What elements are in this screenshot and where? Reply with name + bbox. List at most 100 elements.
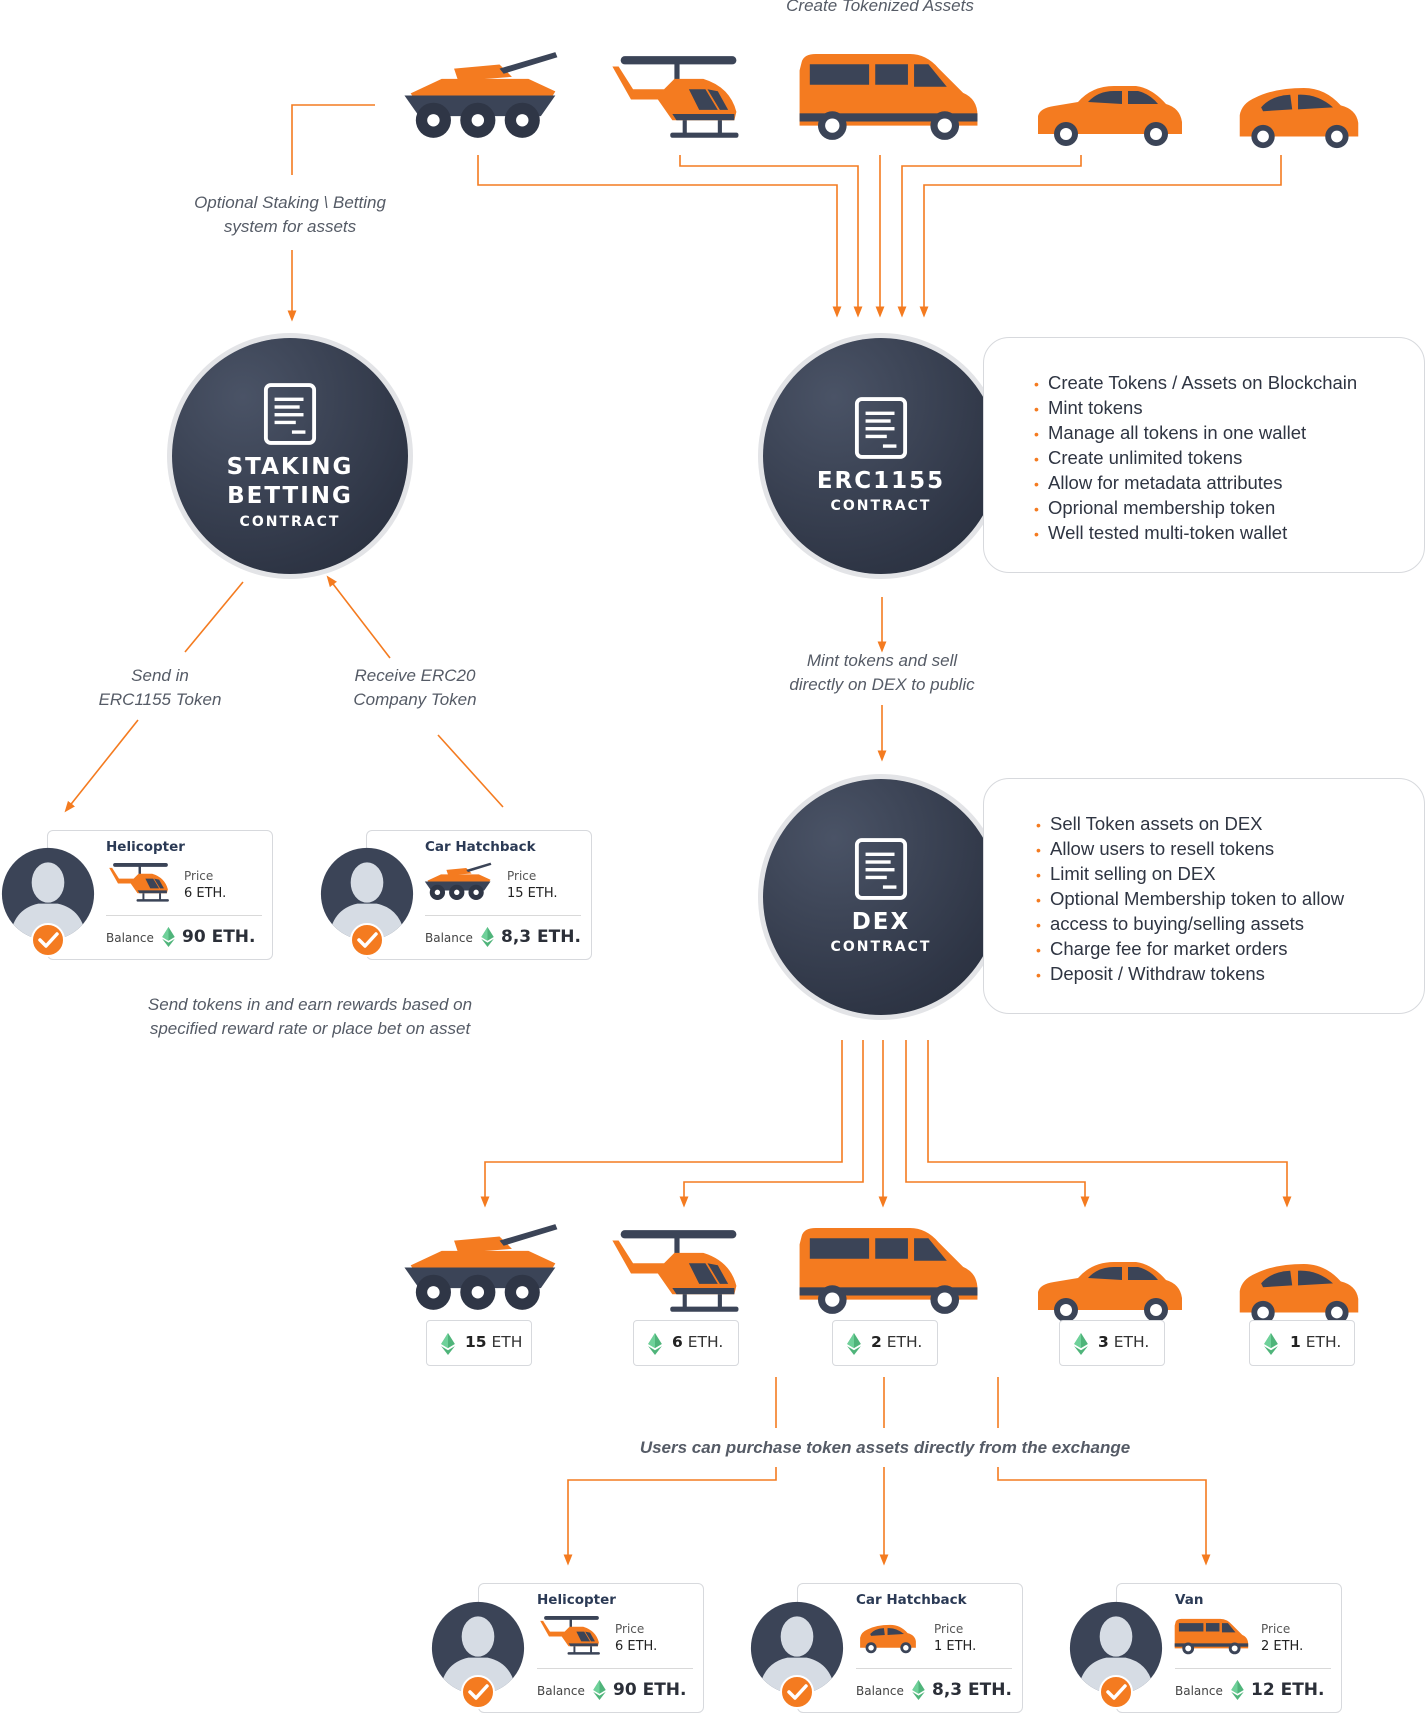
dex-price-unit: ETH (486, 1333, 523, 1351)
dex-price-value: 1 (1290, 1333, 1301, 1351)
dex-price-value: 3 (1098, 1333, 1109, 1351)
card-price-value: 2 ETH. (1261, 1639, 1304, 1654)
note-send-line2: ERC1155 Token (98, 690, 222, 709)
note-receive-token: Receive ERC20 Company Token (335, 664, 495, 712)
card-divider (106, 915, 262, 916)
dex-price-unit: ETH. (1300, 1333, 1342, 1351)
card-balance-label: Balance (106, 931, 154, 945)
dex-feature-item: •Sell Token assets on DEX (1036, 813, 1263, 834)
van-icon (790, 1226, 985, 1318)
dex-price-unit: ETH. (1108, 1333, 1150, 1351)
note-mint-line2: directly on DEX to public (789, 675, 975, 694)
tank-icon (400, 1222, 566, 1315)
ethereum-icon (481, 927, 494, 947)
dex-title: DEX (851, 909, 911, 935)
note-rewards-line2: specified reward rate or place bet on as… (149, 1019, 471, 1038)
staking-title-line1: STAKING (226, 454, 354, 480)
erc1155-feature-item: •Allow for metadata attributes (1034, 472, 1283, 493)
dex-feature-item: •access to buying/selling assets (1036, 913, 1304, 934)
dex-price-tag: 15 ETH (426, 1320, 532, 1366)
dex-price-tag: 1 ETH. (1249, 1320, 1355, 1366)
card-asset-name: Car Hatchback (425, 839, 536, 855)
card-balance-value: 12 ETH. (1251, 1680, 1325, 1700)
check-badge-icon (460, 1674, 496, 1710)
tank-icon (423, 861, 495, 903)
ethereum-icon (912, 1680, 925, 1700)
erc1155-features-box: •Create Tokens / Assets on Blockchain •M… (983, 337, 1425, 573)
dex-feature-item: •Limit selling on DEX (1036, 863, 1216, 884)
card-price-label: Price (507, 869, 537, 883)
note-staking-line2: system for assets (223, 217, 357, 236)
erc1155-feature-item: •Create unlimited tokens (1034, 447, 1243, 468)
check-badge-icon (779, 1674, 815, 1710)
dex-feature-item: •Deposit / Withdraw tokens (1036, 963, 1265, 984)
dex-price-tag: 2 ETH. (832, 1320, 938, 1366)
dex-feature-item: •Allow users to resell tokens (1036, 838, 1275, 859)
erc1155-feature-item: •Mint tokens (1034, 397, 1143, 418)
hatchback-icon (1232, 86, 1366, 154)
card-price-value: 6 ETH. (184, 886, 227, 901)
note-send-line1: Send in (131, 666, 189, 685)
dex-contract: DEX CONTRACT (763, 779, 999, 1015)
card-asset-name: Helicopter (106, 839, 185, 855)
card-balance-label: Balance (537, 1684, 585, 1698)
helicopter-icon (539, 1614, 603, 1658)
staking-betting-contract: STAKING BETTING CONTRACT (172, 338, 408, 574)
dex-feature-item: •Charge fee for market orders (1036, 938, 1288, 959)
note-create-assets: Create Tokenized Assets (786, 0, 974, 15)
card-balance-label: Balance (856, 1684, 904, 1698)
ethereum-icon (648, 1333, 662, 1355)
note-mint-line1: Mint tokens and sell (806, 651, 958, 670)
erc1155-feature-item: •Create Tokens / Assets on Blockchain (1034, 372, 1358, 393)
staking-title-line2: BETTING (227, 483, 353, 509)
note-staking-system: Optional Staking \ Betting system for as… (160, 191, 420, 239)
card-price-label: Price (1261, 1622, 1291, 1636)
hatchback-icon (856, 1624, 920, 1656)
note-earn-rewards: Send tokens in and earn rewards based on… (110, 993, 510, 1041)
card-price-value: 1 ETH. (934, 1639, 977, 1654)
ethereum-icon (441, 1333, 455, 1355)
ethereum-icon (593, 1680, 606, 1700)
helicopter-icon (610, 1226, 745, 1319)
card-price-value: 15 ETH. (507, 886, 558, 901)
card-asset-name: Helicopter (537, 1592, 616, 1608)
document-icon (854, 396, 908, 460)
note-receive-line2: Company Token (353, 690, 477, 709)
card-price-label: Price (184, 869, 214, 883)
check-badge-icon (349, 922, 385, 958)
check-badge-icon (30, 922, 66, 958)
dex-subtitle: CONTRACT (830, 939, 932, 955)
card-asset-name: Van (1175, 1592, 1204, 1608)
ethereum-icon (1231, 1680, 1244, 1700)
card-price-label: Price (615, 1622, 645, 1636)
card-divider (856, 1668, 1012, 1669)
card-price-value: 6 ETH. (615, 1639, 658, 1654)
document-icon (854, 837, 908, 901)
note-mint-sell: Mint tokens and sell directly on DEX to … (742, 649, 1022, 697)
dex-price-tag: 6 ETH. (633, 1320, 739, 1366)
ethereum-icon (162, 927, 175, 947)
erc1155-feature-item: •Well tested multi-token wallet (1034, 522, 1288, 543)
erc1155-subtitle: CONTRACT (830, 498, 932, 514)
card-divider (1175, 1668, 1331, 1669)
card-balance-value: 8,3 ETH. (501, 927, 581, 947)
card-price-label: Price (934, 1622, 964, 1636)
note-purchase: Users can purchase token assets directly… (639, 1438, 1131, 1457)
ethereum-icon (1074, 1333, 1088, 1355)
note-receive-line1: Receive ERC20 (354, 666, 476, 685)
sedan-icon (1030, 1258, 1188, 1328)
note-send-token: Send in ERC1155 Token (80, 664, 240, 712)
document-icon (263, 382, 317, 446)
erc1155-title: ERC1155 (816, 468, 946, 494)
erc1155-contract: ERC1155 CONTRACT (763, 338, 999, 574)
van-icon (790, 52, 985, 144)
card-balance-value: 8,3 ETH. (932, 1680, 1012, 1700)
card-balance-value: 90 ETH. (613, 1680, 687, 1700)
card-asset-name: Car Hatchback (856, 1592, 967, 1608)
card-balance-label: Balance (425, 931, 473, 945)
dex-price-tag: 3 ETH. (1059, 1320, 1165, 1366)
dex-feature-item: •Optional Membership token to allow (1036, 888, 1345, 909)
helicopter-icon (108, 861, 172, 905)
dex-price-unit: ETH. (682, 1333, 724, 1351)
